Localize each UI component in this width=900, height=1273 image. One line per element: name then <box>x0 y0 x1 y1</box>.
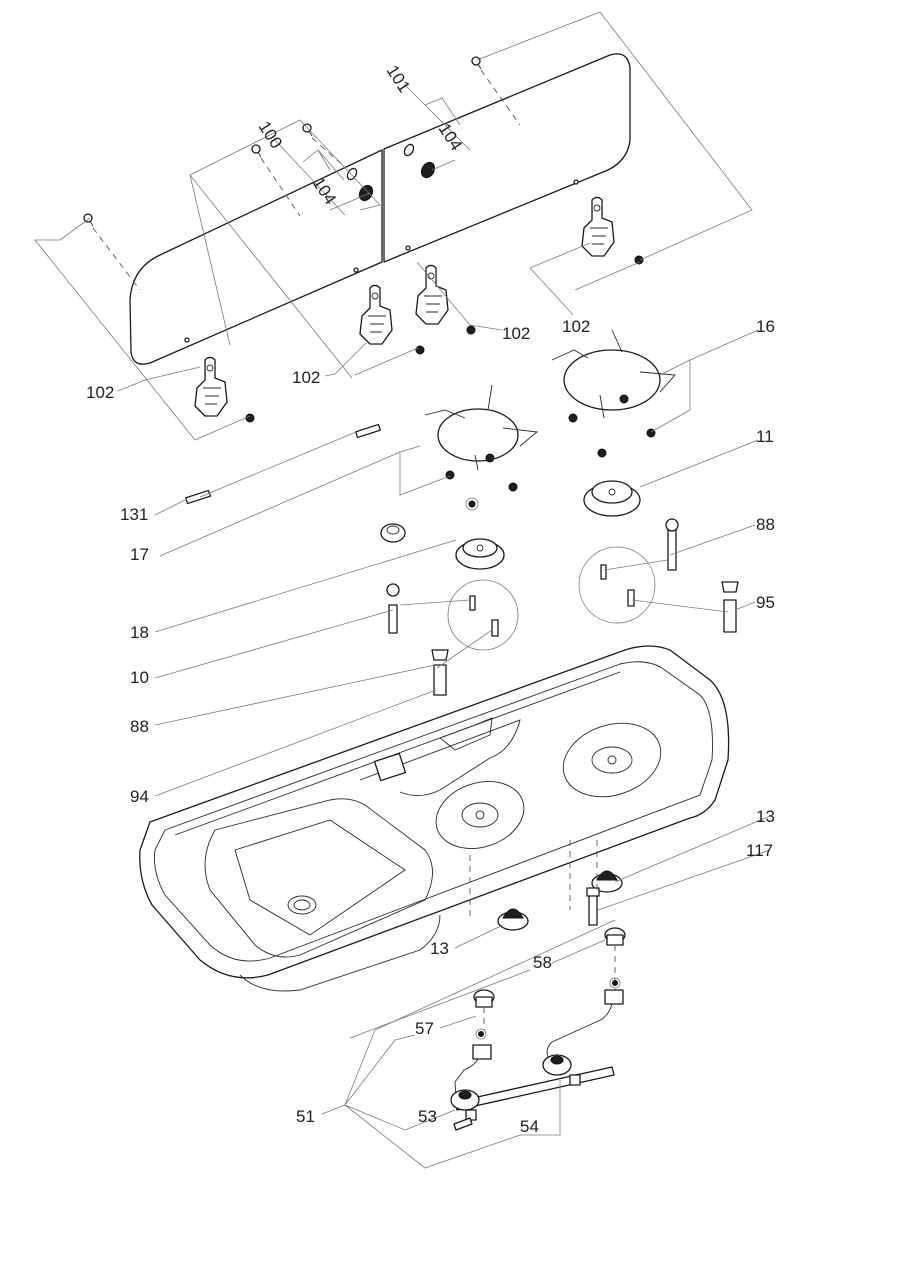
thermocouple <box>386 518 679 634</box>
lid-hole <box>573 179 579 185</box>
screw <box>83 213 94 227</box>
gasket-131 <box>355 423 381 439</box>
lid-hole <box>184 337 190 343</box>
callout-11: 11 <box>756 427 774 446</box>
lid-bumper-104 <box>420 161 436 179</box>
callout-58: 58 <box>533 953 552 972</box>
hinge <box>194 356 255 423</box>
hinge <box>359 284 425 355</box>
callout-16: 16 <box>756 317 775 336</box>
callout-10: 10 <box>130 668 149 687</box>
hinge <box>581 196 644 265</box>
burner-cap-18 <box>455 538 505 570</box>
callout-102-middle: 102 <box>292 368 320 387</box>
glass-lid-assembly <box>83 53 631 365</box>
detail-circle <box>578 546 656 624</box>
callout-17: 17 <box>130 545 149 564</box>
burner-cap-11 <box>583 480 641 517</box>
callout-88-left: 88 <box>130 717 149 736</box>
gasket-131 <box>185 489 211 505</box>
callout-54: 54 <box>520 1117 539 1136</box>
callout-102-center: 102 <box>502 324 530 343</box>
knob-seal-57 <box>473 989 495 1008</box>
callout-131: 131 <box>120 505 148 524</box>
callout-57: 57 <box>415 1019 434 1038</box>
lid-hole <box>353 267 359 273</box>
screw <box>302 123 313 137</box>
sink-hob-body <box>139 645 730 992</box>
gas-jet <box>469 564 635 637</box>
callout-94: 94 <box>130 787 149 806</box>
callout-53: 53 <box>418 1107 437 1126</box>
callout-117: 117 <box>746 841 773 860</box>
screw <box>471 56 482 70</box>
screw <box>251 144 262 158</box>
pan-support-large-16 <box>551 329 676 458</box>
callout-102-lower-left: 102 <box>86 383 114 402</box>
callout-18: 18 <box>130 623 149 642</box>
control-knob-13 <box>497 870 623 931</box>
lid-knob-hole <box>403 143 415 157</box>
ignition-knob-insert <box>380 523 406 543</box>
callout-88-right: 88 <box>756 515 775 534</box>
detail-circle <box>447 579 519 651</box>
callout-13-right: 13 <box>756 807 775 826</box>
leader-lines <box>34 11 771 1169</box>
lid-hole <box>405 245 411 251</box>
spindle-117 <box>586 887 600 926</box>
callout-102-right: 102 <box>562 317 590 336</box>
callout-95: 95 <box>756 593 775 612</box>
electrode-94 <box>431 581 739 696</box>
glass-lid-right-panel <box>383 53 631 263</box>
callout-101: 101 <box>383 62 414 96</box>
gas-valve-assembly-51 <box>450 977 624 1131</box>
callout-51: 51 <box>296 1107 315 1126</box>
pan-support-small-17 <box>424 384 539 511</box>
hinge <box>415 264 476 335</box>
knob-seal-58 <box>604 927 626 946</box>
callout-13-left: 13 <box>430 939 449 958</box>
